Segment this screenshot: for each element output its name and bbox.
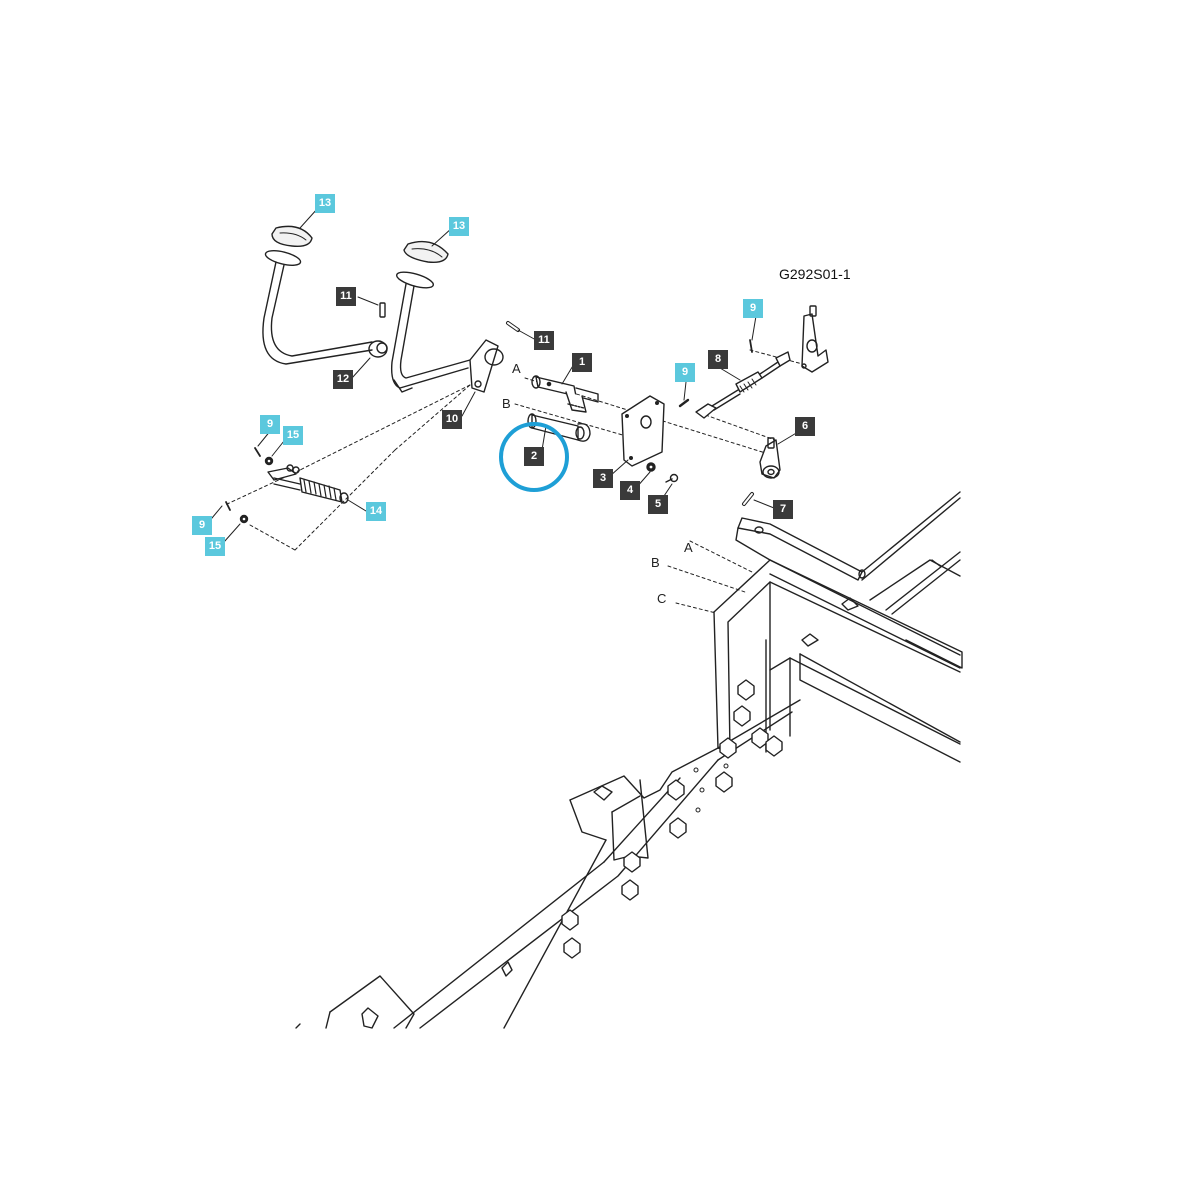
assembly-lines	[224, 349, 811, 614]
frame-bolts	[561, 679, 783, 959]
shaft-1	[531, 375, 599, 413]
washer-4	[646, 462, 656, 472]
pedal-assembly	[262, 225, 520, 393]
callout-6: 6	[795, 417, 815, 436]
chassis-frame	[295, 491, 963, 1029]
callout-15-lower: 15	[205, 537, 225, 556]
callout-9-rod: 9	[675, 363, 695, 382]
ref-letter-b-upper: B	[502, 396, 511, 411]
callout-1: 1	[572, 353, 592, 372]
figure-code: G292S01-1	[779, 266, 851, 282]
lever-6	[759, 437, 781, 479]
callout-4: 4	[620, 481, 640, 500]
pedal-pad-right	[403, 240, 449, 264]
lever-top-right	[749, 305, 829, 373]
callout-10: 10	[442, 410, 462, 429]
callout-8: 8	[708, 350, 728, 369]
callout-5: 5	[648, 495, 668, 514]
screw-5	[665, 473, 679, 483]
callout-14: 14	[366, 502, 386, 521]
pedal-pad-left	[271, 225, 313, 248]
callout-2: 2	[524, 447, 544, 466]
callout-13-right: 13	[449, 217, 469, 236]
callout-12: 12	[333, 370, 353, 389]
callout-15-upper: 15	[283, 426, 303, 445]
ref-letter-b-frame: B	[651, 555, 660, 570]
leader-lines	[206, 207, 799, 543]
callout-9-top: 9	[743, 299, 763, 318]
highlight-ring-part-2	[499, 422, 569, 492]
callout-3: 3	[593, 469, 613, 488]
plate-3	[621, 395, 665, 467]
rod-8	[678, 351, 791, 419]
ref-letter-a-upper: A	[512, 361, 521, 376]
pin-7	[742, 492, 754, 506]
callout-13-left: 13	[315, 194, 335, 213]
callout-11-right: 11	[534, 331, 554, 350]
ref-letter-c-frame: C	[657, 591, 667, 606]
spring-14	[225, 447, 349, 524]
callout-7: 7	[773, 500, 793, 519]
callout-9-spring-upper: 9	[260, 415, 280, 434]
callout-9-spring-lower: 9	[192, 516, 212, 535]
ref-letter-a-frame: A	[684, 540, 693, 555]
callout-11-left: 11	[336, 287, 356, 306]
